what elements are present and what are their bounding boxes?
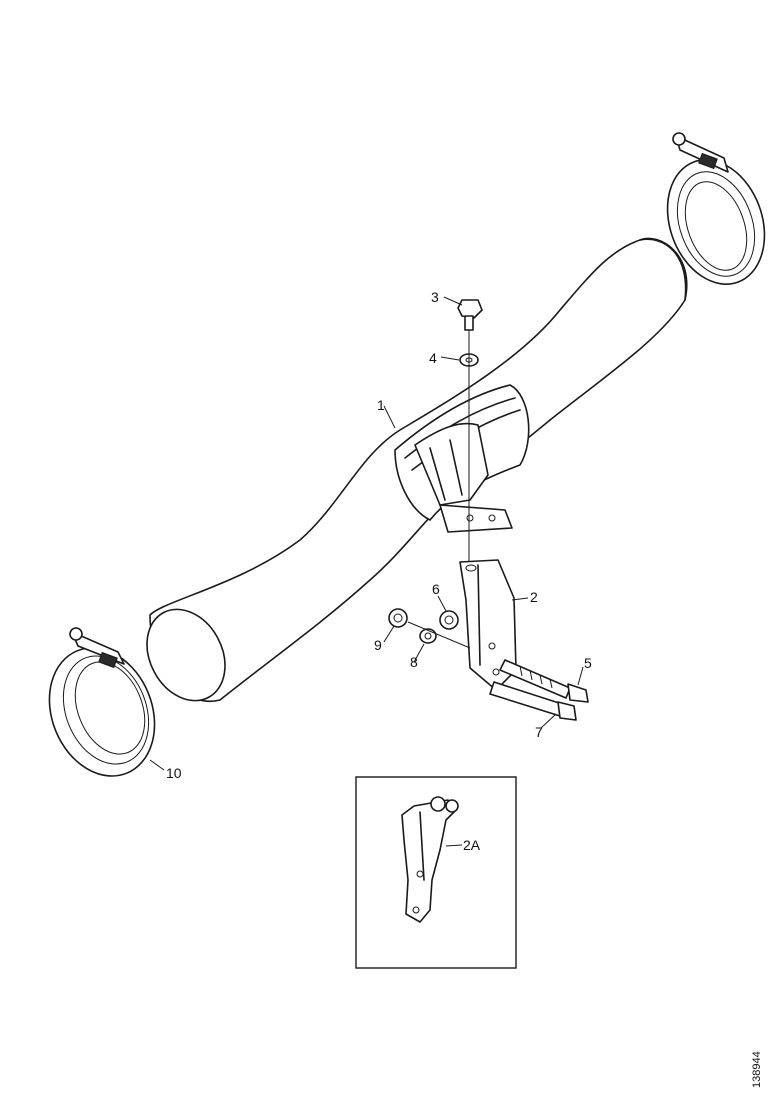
part-label-3: 3 (431, 289, 439, 305)
nut-6 (439, 610, 459, 630)
part-label-4: 4 (429, 350, 437, 366)
bolt-7 (489, 681, 577, 721)
leader-2a (445, 844, 463, 847)
bracket-2 (459, 559, 517, 691)
nut-9 (388, 608, 408, 628)
inset-box: 2A (355, 776, 517, 969)
v-clamp-right (666, 132, 766, 285)
part-label-2: 2 (530, 589, 538, 605)
part-label-6: 6 (432, 581, 440, 597)
nut-axis-line (407, 621, 471, 649)
bolt-3 (457, 299, 483, 331)
part-label-9: 9 (374, 637, 382, 653)
band-clamp (414, 422, 513, 533)
bolt-5 (499, 659, 589, 703)
part-label-5: 5 (584, 655, 592, 671)
part-label-8: 8 (410, 654, 418, 670)
figure-code: 138944 (751, 1051, 763, 1088)
part-label-10: 10 (166, 765, 182, 781)
part-labels: 3 4 1 2 6 9 8 5 7 10 (166, 289, 592, 781)
v-clamp-10 (48, 627, 156, 777)
part-label-1: 1 (377, 397, 385, 413)
leader-lines (149, 296, 584, 771)
spacer-8 (419, 628, 437, 644)
part-label-2a: 2A (463, 837, 481, 853)
exhaust-pipe (146, 237, 688, 703)
bracket-2a (401, 796, 459, 923)
part-label-7: 7 (535, 724, 543, 740)
